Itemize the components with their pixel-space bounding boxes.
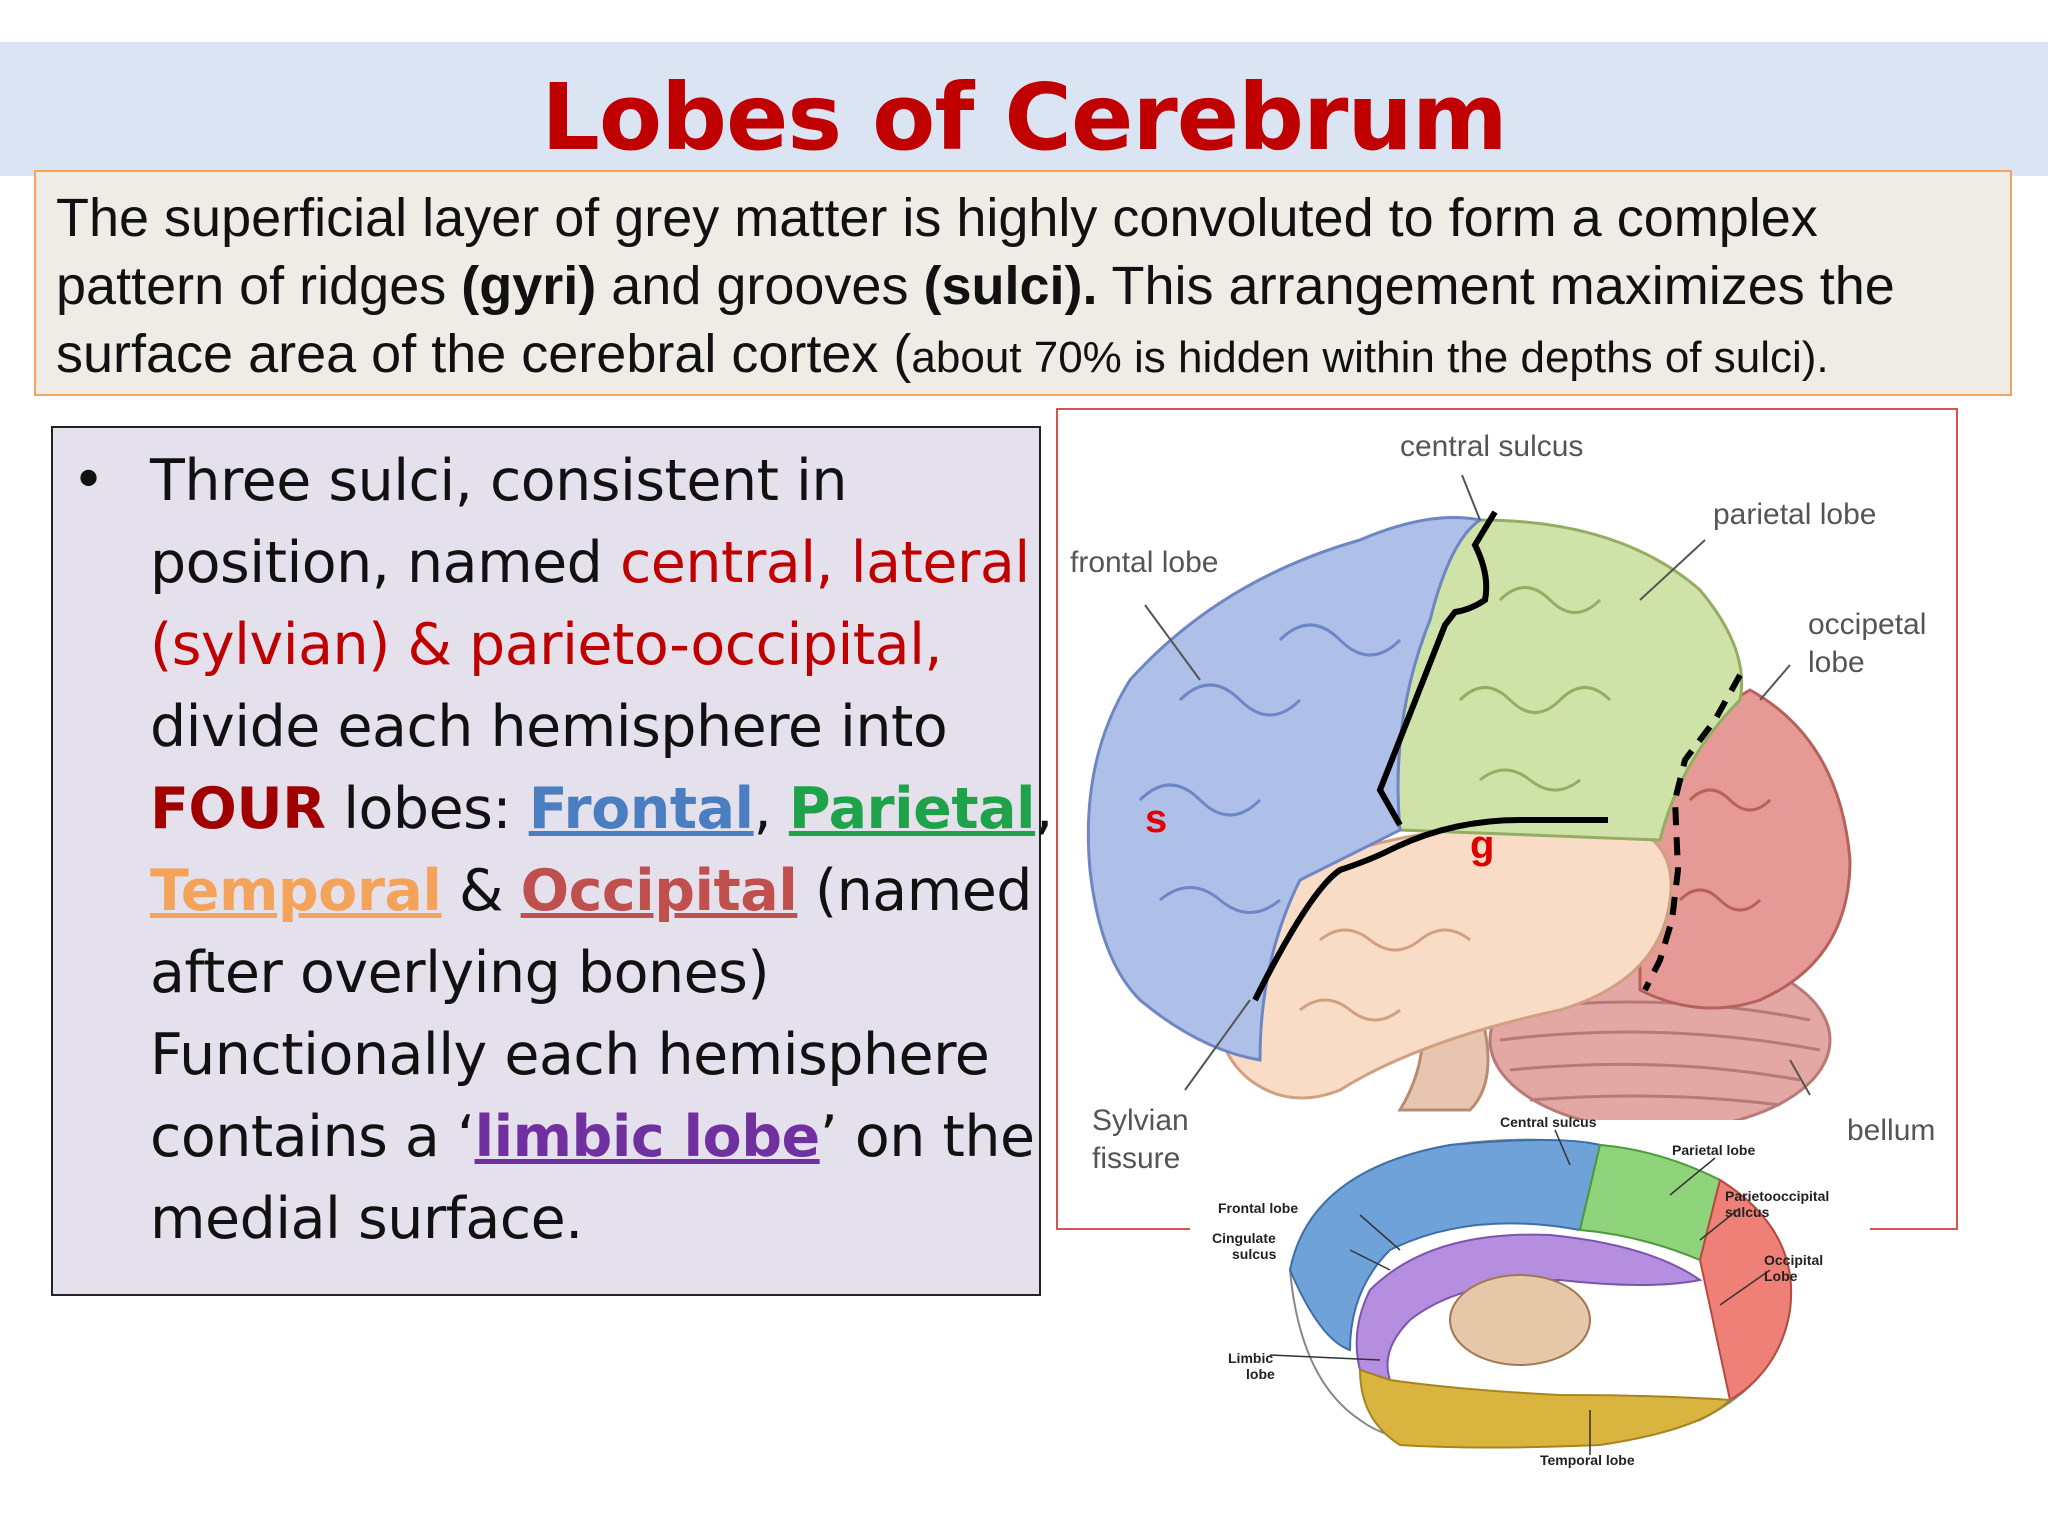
- marker-s: s: [1145, 797, 1168, 841]
- slide-title: Lobes of Cerebrum: [541, 64, 1507, 171]
- label-parietal-lobe: parietal lobe: [1713, 498, 1877, 531]
- lateral-sulcus-line: [1252, 817, 1608, 1002]
- inset-label-occipital-2: Lobe: [1764, 1268, 1798, 1284]
- medial-brain-inset: [1190, 1120, 1870, 1480]
- intro-line-3: surface area of the cerebral cortex (abo…: [56, 324, 1829, 384]
- bullet-line: position, named central, lateral: [150, 530, 1030, 596]
- bullet-line: FOUR lobes: Frontal, Parietal,: [150, 776, 1053, 842]
- label-bellum: bellum: [1847, 1114, 1936, 1147]
- bullet-line: Functionally each hemisphere: [150, 1022, 990, 1088]
- title-band: [0, 42, 2048, 176]
- gyri-term: (gyri): [461, 256, 597, 316]
- temporal-link[interactable]: Temporal: [150, 858, 442, 924]
- label-occipetal-1: occipetal: [1808, 608, 1927, 641]
- occipital-link[interactable]: Occipital: [520, 858, 798, 924]
- bullet-line: Temporal & Occipital (named: [150, 858, 1032, 924]
- label-sylvian-2: fissure: [1092, 1142, 1181, 1175]
- inset-label-parietooccipital-2: sulcus: [1725, 1204, 1770, 1220]
- inset-label-parietal-lobe: Parietal lobe: [1672, 1142, 1756, 1158]
- intro-line-2: pattern of ridges (gyri) and grooves (su…: [56, 256, 1895, 316]
- intro-line-1: The superficial layer of grey matter is …: [56, 188, 1818, 248]
- inset-label-limbic-2: lobe: [1246, 1366, 1275, 1382]
- frontal-link[interactable]: Frontal: [528, 776, 754, 842]
- inset-label-cingulate-2: sulcus: [1232, 1246, 1277, 1262]
- bullet-line: medial surface.: [150, 1186, 583, 1252]
- bullet-icon: •: [72, 448, 106, 513]
- inset-label-temporal-lobe: Temporal lobe: [1540, 1452, 1635, 1468]
- inset-label-central-sulcus: Central sulcus: [1500, 1114, 1597, 1130]
- medial-temporal-region: [1358, 1368, 1733, 1449]
- bullet-line: contains a ‘limbic lobe’ on the: [150, 1104, 1035, 1170]
- parietal-link[interactable]: Parietal: [788, 776, 1036, 842]
- bullet-box: [51, 426, 1041, 1296]
- bullet-line: Three sulci, consistent in: [150, 448, 848, 514]
- inset-label-occipital-1: Occipital: [1764, 1252, 1824, 1268]
- inset-label-parietooccipital-1: Parietooccipital: [1725, 1188, 1830, 1204]
- inset-label-limbic-1: Limbic: [1228, 1350, 1274, 1366]
- limbic-link[interactable]: limbic lobe: [474, 1104, 821, 1170]
- bullet-text: Three sulci, consistent in position, nam…: [150, 440, 1053, 1260]
- medial-occipital-region: [1698, 1178, 1793, 1402]
- bullet-line: after overlying bones): [150, 940, 770, 1006]
- intro-box: The superficial layer of grey matter is …: [34, 170, 2012, 396]
- label-frontal-lobe: frontal lobe: [1070, 546, 1219, 579]
- central-sulcus-line: [1376, 510, 1498, 827]
- label-sylvian-1: Sylvian: [1092, 1104, 1189, 1137]
- medial-thalamus-shape: [1449, 1274, 1591, 1366]
- label-central-sulcus: central sulcus: [1400, 430, 1584, 463]
- sulci-term: (sulci).: [923, 256, 1098, 316]
- bullet-line: divide each hemisphere into: [150, 694, 948, 760]
- inset-label-cingulate-1: Cingulate: [1212, 1230, 1276, 1246]
- marker-g: g: [1470, 823, 1495, 867]
- medial-limbic-region: [1355, 1233, 1703, 1382]
- inset-label-frontal-lobe: Frontal lobe: [1218, 1200, 1299, 1216]
- bullet-line: (sylvian) & parieto-occipital,: [150, 612, 943, 678]
- medial-frontal-region: [1288, 1139, 1602, 1352]
- label-occipetal-2: lobe: [1808, 646, 1865, 679]
